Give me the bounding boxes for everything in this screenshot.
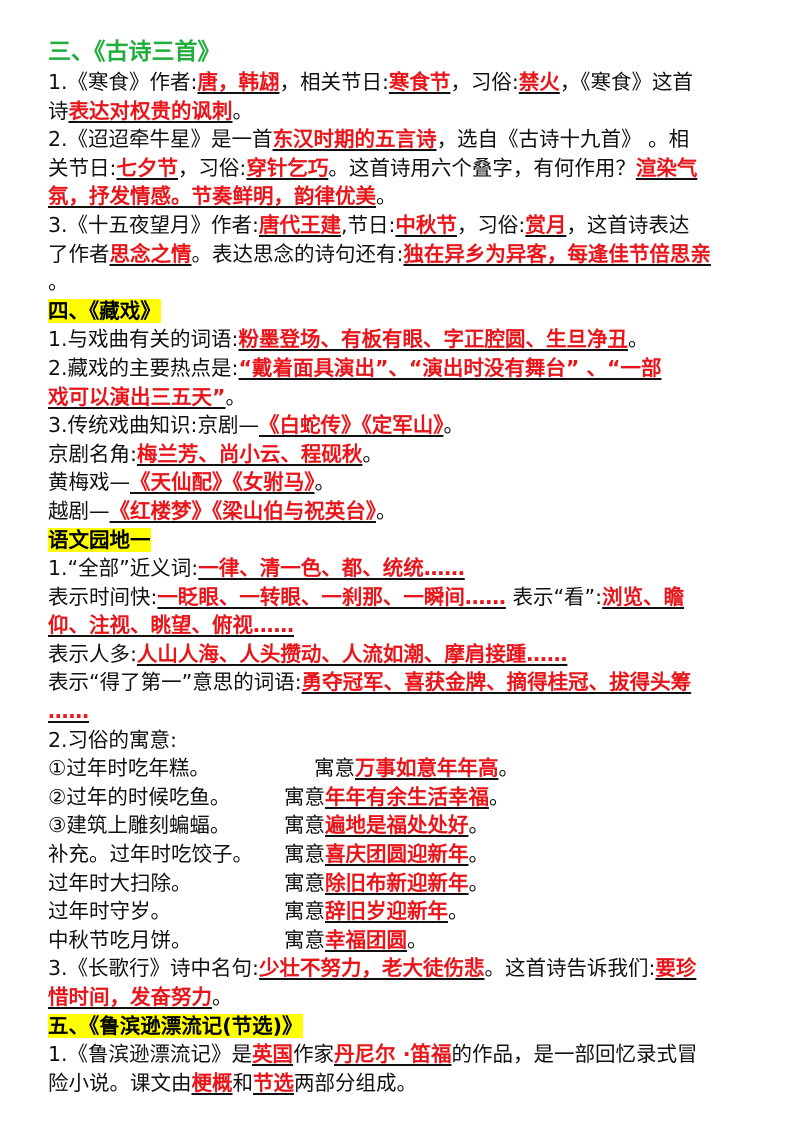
lubinxun-item-1-cont: 险小说。课文由梗概和节选两部分组成。 (48, 1070, 417, 1095)
section-title-lubinxun-row: 五、《鲁滨逊漂流记(节选)》 (48, 1012, 760, 1041)
zangxi-item-6: 越剧—《红楼梦》《梁山伯与祝英台》。 (48, 498, 397, 523)
section-title-lubinxun: 五、《鲁滨逊漂流记(节选)》 (48, 1013, 303, 1038)
custom-row-6: 过年时守岁。寓意辞旧岁迎新年。 (48, 899, 469, 924)
custom-row-4: 补充。过年时吃饺子。寓意喜庆团圆迎新年。 (48, 842, 489, 867)
gushi-item-3-end: 。 (48, 270, 69, 295)
gushi-item-2-cont: 关节日:七夕节，习俗:穿针乞巧。这首诗用六个叠字，有何作用？渲染气 (48, 155, 698, 180)
yuwen-item-4-cont: …… (48, 699, 89, 724)
gushi-item-2-cont2: 氛，抒发情感。节奏鲜明，韵律优美。 (48, 184, 397, 209)
yuwen-item-2: 表示时间快:一眨眼、一转眼、一刹那、一瞬间…… 表示“看”:浏览、瞻 (48, 584, 685, 609)
yuwen-item-3: 表示人多:人山人海、人头攒动、人流如潮、摩肩接踵…… (48, 641, 568, 666)
gushi-item-1: 1.《寒食》作者:唐，韩翃，相关节日:寒食节，习俗:禁火，《寒食》这首 (48, 70, 694, 94)
zangxi-item-2: 2.藏戏的主要热点是:“戴着面具演出”、“演出时没有舞台” 、“一部 (48, 355, 662, 380)
yuwen-item-2-cont: 仰、注视、眺望、俯视…… (48, 613, 294, 638)
yuwen-item-1: 1.“全部”近义词:一律、清一色、都、统统…… (48, 556, 465, 581)
yuwen-item-6: 3.《长歌行》诗中名句:少壮不努力，老大徒伤悲。这首诗告诉我们:要珍 (48, 956, 697, 981)
zangxi-item-5: 黄梅戏—《天仙配》《女驸马》。 (48, 470, 335, 495)
zangxi-item-4: 京剧名角:梅兰芳、尚小云、程砚秋。 (48, 441, 383, 466)
document-page: 三、《古诗三首》 1.《寒食》作者:唐，韩翃，相关节日:寒食节，习俗:禁火，《寒… (48, 36, 760, 1097)
gushi-item-3-cont: 了作者思念之情。表达思念的诗句还有:独在异乡为异客，每逢佳节倍思亲 (48, 241, 711, 266)
gushi-item-1-cont: 诗表达对权贵的讽刺。 (48, 98, 253, 123)
section-title-zangxi-row: 四、《藏戏》 (48, 297, 760, 326)
zangxi-item-1: 1.与戏曲有关的词语:粉墨登场、有板有眼、字正腔圆、生旦净丑。 (48, 327, 649, 352)
zangxi-item-3: 3.传统戏曲知识:京剧—《白蛇传》《定军山》。 (48, 413, 464, 438)
zangxi-item-2-cont: 戏可以演出三五天”。 (48, 384, 246, 409)
yuwen-item-5: 2.习俗的寓意: (48, 727, 177, 752)
custom-row-2: ②过年的时候吃鱼。寓意年年有余生活幸福。 (48, 784, 510, 809)
yuwen-item-4: 表示“得了第一”意思的词语:勇夺冠军、喜获金牌、摘得桂冠、拔得头筹 (48, 670, 692, 695)
custom-row-5: 过年时大扫除。寓意除旧布新迎新年。 (48, 870, 489, 895)
yuwen-item-6-cont: 惜时间，发奋努力。 (48, 985, 233, 1009)
lubinxun-item-1: 1.《鲁滨逊漂流记》是英国作家丹尼尔 ·笛福的作品，是一部回忆录式冒 (48, 1042, 698, 1067)
custom-row-7: 中秋节吃月饼。寓意幸福团圆。 (48, 927, 428, 952)
custom-row-1: ①过年时吃年糕。寓意万事如意年年高。 (48, 756, 519, 781)
section-title-zangxi: 四、《藏戏》 (48, 298, 161, 323)
section-title-yuwen: 语文园地一 (48, 527, 151, 552)
custom-row-3: ③建筑上雕刻蝙蝠。寓意遍地是福处处好。 (48, 813, 489, 838)
section-title-yuwen-row: 语文园地一 (48, 526, 760, 555)
gushi-item-3: 3.《十五夜望月》作者:唐代王建,节日:中秋节，习俗:赏月，这首诗表达 (48, 212, 690, 237)
gushi-item-2: 2.《迢迢牵牛星》是一首东汉时期的五言诗，选自《古诗十九首》 。相 (48, 127, 690, 152)
section-title-gushi: 三、《古诗三首》 (48, 39, 221, 65)
